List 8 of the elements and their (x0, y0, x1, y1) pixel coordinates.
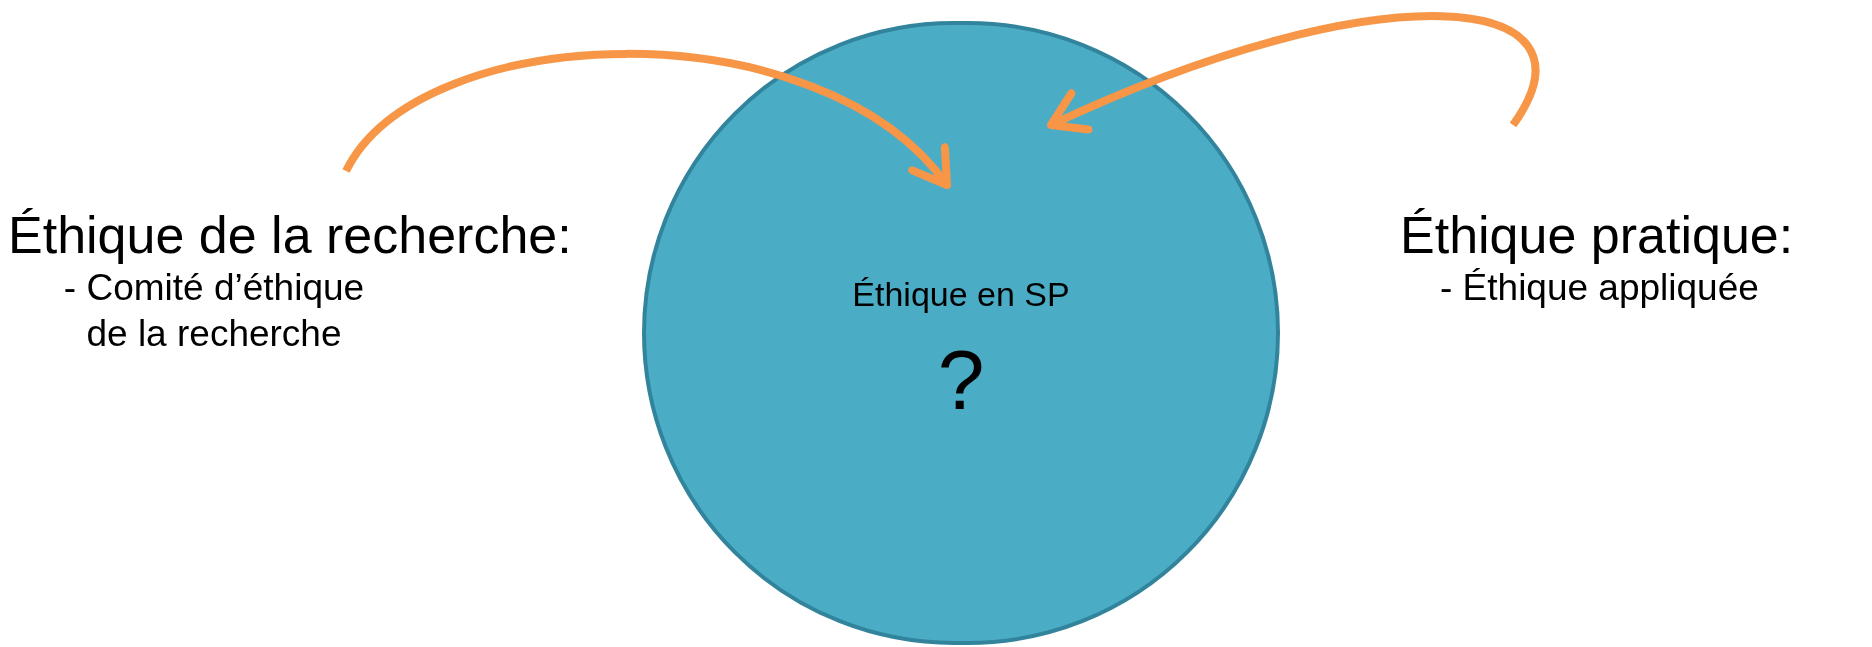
circle-title: Éthique en SP (852, 274, 1070, 315)
bullet-text: - Comité d’éthique de la recherche (62, 266, 366, 356)
curved-arrow (1047, 12, 1540, 135)
question-mark: ? (937, 335, 985, 425)
curved-arrow (342, 50, 951, 189)
heading-text: Éthique de la recherche: (8, 205, 572, 265)
bullet-text: - Éthique appliquée (1440, 266, 1759, 310)
heading-text: Éthique pratique: (1400, 205, 1794, 265)
